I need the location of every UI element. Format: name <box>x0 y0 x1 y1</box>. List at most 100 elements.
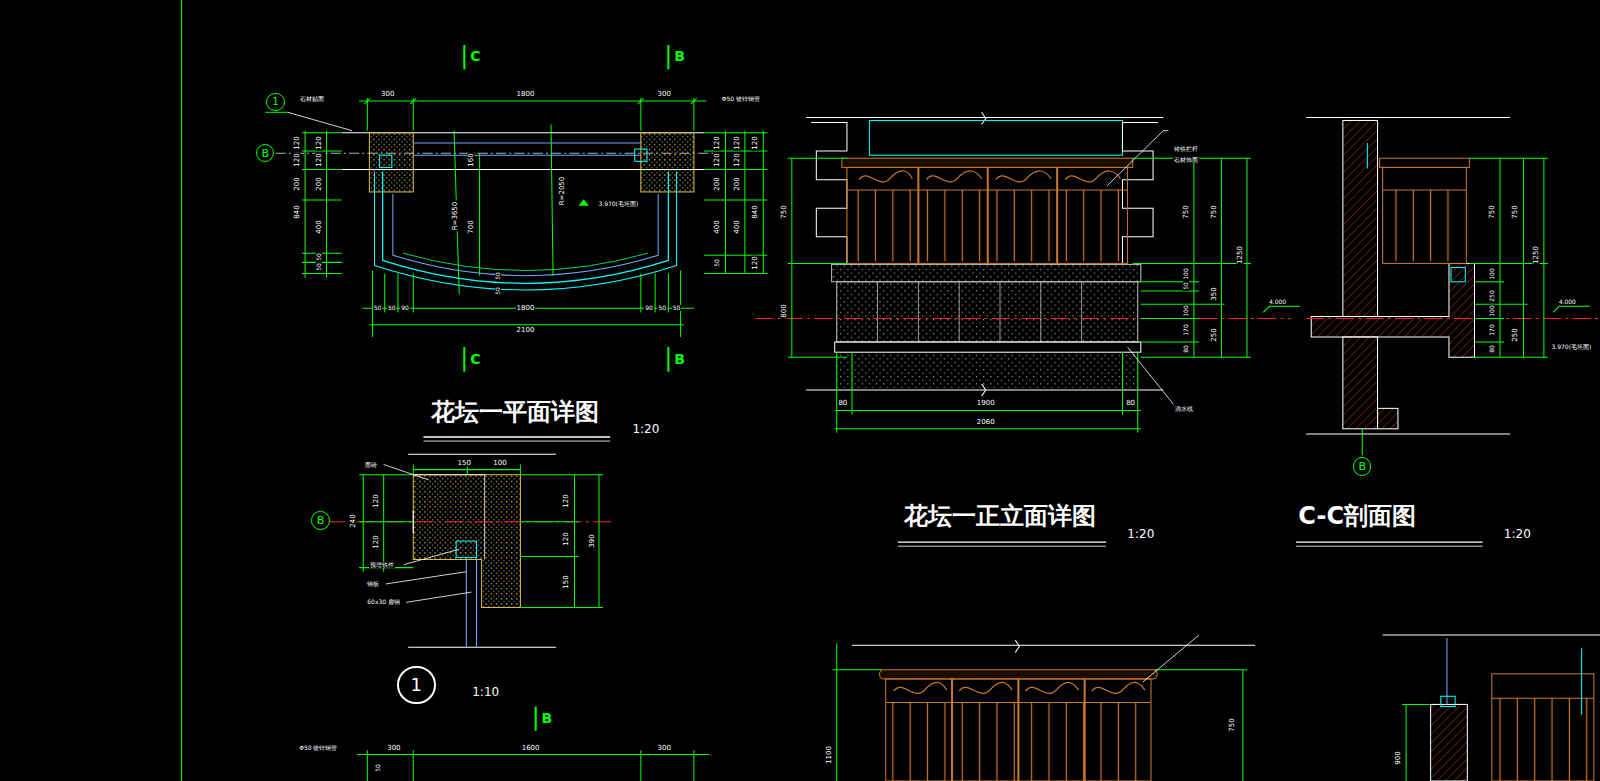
drawing-label: 50 <box>373 305 383 311</box>
drawing-label: 1800 <box>516 90 536 97</box>
dimension-text: 50 <box>714 259 720 269</box>
dimension-text: 250 <box>1211 327 1218 342</box>
dimension-text: R=3650 <box>452 201 459 232</box>
drawing-label: 90 <box>644 305 654 311</box>
drawing-label: 80 <box>1125 400 1136 407</box>
drawing-label: 1:20 <box>631 423 660 435</box>
dimension-text: 50 <box>495 271 501 281</box>
dimension-text: 350 <box>1211 286 1218 301</box>
section-mark: B <box>673 352 686 366</box>
dimension-text: 170 <box>1489 323 1495 336</box>
drawing-label: 铸铁栏杆 <box>1173 146 1199 152</box>
drawing-label: 90 <box>400 305 410 311</box>
axis-bubble: B <box>1353 457 1371 475</box>
dimension-text: 840 <box>752 205 759 220</box>
dimension-text: 50 <box>316 263 322 273</box>
dimension-text: 50 <box>375 763 381 773</box>
dimension-text: 120 <box>733 135 740 150</box>
drawing-label: 100 <box>492 460 507 467</box>
dimension-text: 100 <box>1183 267 1189 280</box>
dimension-text: 120 <box>563 531 570 546</box>
dimension-text: 400 <box>733 219 740 234</box>
section-mark: C <box>469 352 481 366</box>
drawing-label: 4.000 <box>1268 299 1287 305</box>
drawing-label: 50 <box>657 305 667 311</box>
dimension-text: 120 <box>372 534 379 549</box>
dimension-text: 400 <box>316 219 323 234</box>
drawing-label: 50 <box>672 305 682 311</box>
dimension-text: 840 <box>293 205 300 220</box>
dimension-text: 750 <box>1211 205 1218 220</box>
dimension-text: 1250 <box>1532 245 1539 265</box>
section-mark: C <box>469 49 481 63</box>
drawing-label: 预埋铁件 <box>369 562 395 568</box>
view-title: 花坛一平面详图 <box>430 400 600 424</box>
dimension-text: 400 <box>714 219 721 234</box>
view-title: C-C剖面图 <box>1297 504 1417 528</box>
dimension-text: 900 <box>1394 750 1401 765</box>
drawing-label: 1:20 <box>1503 528 1532 540</box>
drawing-label: 300 <box>386 745 401 752</box>
drawing-label: 1600 <box>521 745 541 752</box>
axis-letter: 1 <box>272 97 278 107</box>
drawing-label: 150 <box>457 460 472 467</box>
drawing-label: 1900 <box>976 400 996 407</box>
drawing-label: 1:20 <box>1126 528 1155 540</box>
drawing-label: 300 <box>657 745 672 752</box>
dimension-text: 700 <box>468 219 475 234</box>
section-mark: B <box>541 711 554 725</box>
dimension-text: 120 <box>293 135 300 150</box>
drawing-label: 3.970(毛坯面) <box>597 201 639 207</box>
axis-letter: B <box>262 148 270 159</box>
dimension-text: 100 <box>1489 267 1495 280</box>
drawing-label: 1800 <box>516 305 536 312</box>
dimension-text: 750 <box>1512 205 1519 220</box>
dimension-text: 120 <box>733 153 740 168</box>
view-title: 花坛一正立面详图 <box>903 504 1097 528</box>
axis-letter: 1 <box>411 676 422 694</box>
axis-bubble: B <box>256 144 274 162</box>
dimension-text: 120 <box>752 256 759 271</box>
dimension-text: 250 <box>1512 327 1519 342</box>
dimension-text: 750 <box>1488 205 1495 220</box>
dimension-text: 200 <box>293 176 300 191</box>
drawing-label: 50 <box>387 305 397 311</box>
drawing-label: 300 <box>657 90 672 97</box>
drawing-label: 石材贴面 <box>299 96 325 102</box>
axis-bubble: 1 <box>266 93 284 111</box>
drawing-label: 1:10 <box>471 686 500 698</box>
dimension-text: 120 <box>563 494 570 509</box>
dimension-text: 120 <box>316 135 323 150</box>
dimension-text: 800 <box>780 304 787 319</box>
dimension-text: 100 <box>1489 305 1495 318</box>
dimension-text: 120 <box>316 153 323 168</box>
dimension-text: 390 <box>588 533 595 548</box>
dimension-text: 120 <box>293 153 300 168</box>
dimension-text: 80 <box>1183 344 1189 354</box>
dimension-text: 1250 <box>1236 245 1243 265</box>
dimension-text: 750 <box>780 205 787 220</box>
dimension-text: 100 <box>1183 305 1189 318</box>
dimension-text: 240 <box>350 513 357 528</box>
drawing-label: Φ50 镀锌钢管 <box>721 96 761 102</box>
dimension-text: 160 <box>468 153 475 168</box>
dimension-text: 170 <box>1183 323 1189 336</box>
dimension-text: 750 <box>1228 717 1235 732</box>
dimension-text: 150 <box>563 574 570 589</box>
drawing-label: 80 <box>837 400 848 407</box>
dimension-text: R=2050 <box>559 176 566 207</box>
drawing-label: 3.970(毛坯面) <box>1550 344 1592 350</box>
axis-letter: B <box>317 515 325 526</box>
axis-bubble: B <box>311 511 329 529</box>
dimension-text: 200 <box>714 176 721 191</box>
drawing-label: 2100 <box>516 326 536 333</box>
drawing-label: 60x30 扁钢 <box>366 599 401 605</box>
dimension-text: 120 <box>714 135 721 150</box>
axis-letter: B <box>1358 461 1366 472</box>
drawing-label: Φ50 镀锌钢管 <box>298 745 338 751</box>
dimension-text: 250 <box>1489 289 1495 302</box>
drawing-label: 钢板 <box>366 581 380 587</box>
dimension-text: 80 <box>1489 344 1495 354</box>
section-mark: B <box>673 49 686 63</box>
